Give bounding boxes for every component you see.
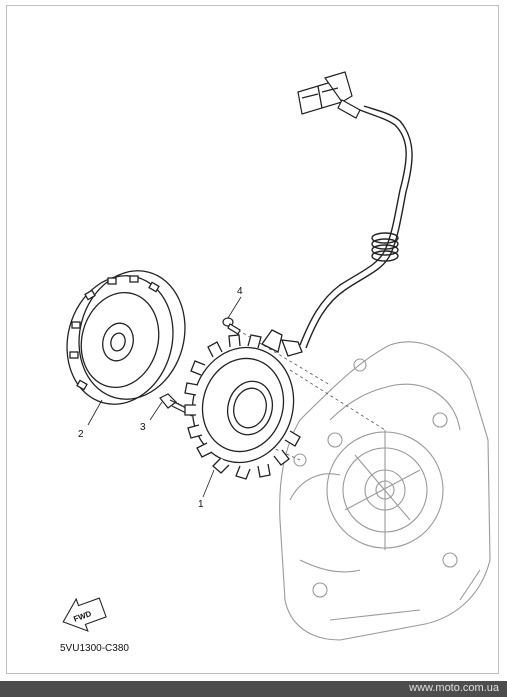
callout-1: 1 — [198, 499, 204, 510]
callout-2: 2 — [78, 429, 84, 440]
diagram-code: 5VU1300-C380 — [60, 643, 129, 654]
callout-4: 4 — [237, 286, 243, 297]
leader-lines — [87, 296, 242, 498]
rotor-flywheel — [66, 270, 186, 405]
watermark-bar: www.moto.com.ua — [0, 681, 507, 697]
stator-coil-assembly — [184, 329, 303, 480]
wire-grommet — [371, 232, 399, 262]
wire-harness — [299, 105, 413, 349]
forward-direction-arrow: FWD — [62, 597, 107, 632]
screw — [222, 317, 241, 335]
coupler-connectors — [297, 71, 361, 119]
callout-3: 3 — [140, 422, 146, 433]
watermark-text[interactable]: www.moto.com.ua — [409, 682, 499, 694]
crankcase-outline — [279, 341, 491, 641]
flywheel-magnet-tabs — [69, 275, 160, 391]
stator-poles — [184, 334, 301, 480]
